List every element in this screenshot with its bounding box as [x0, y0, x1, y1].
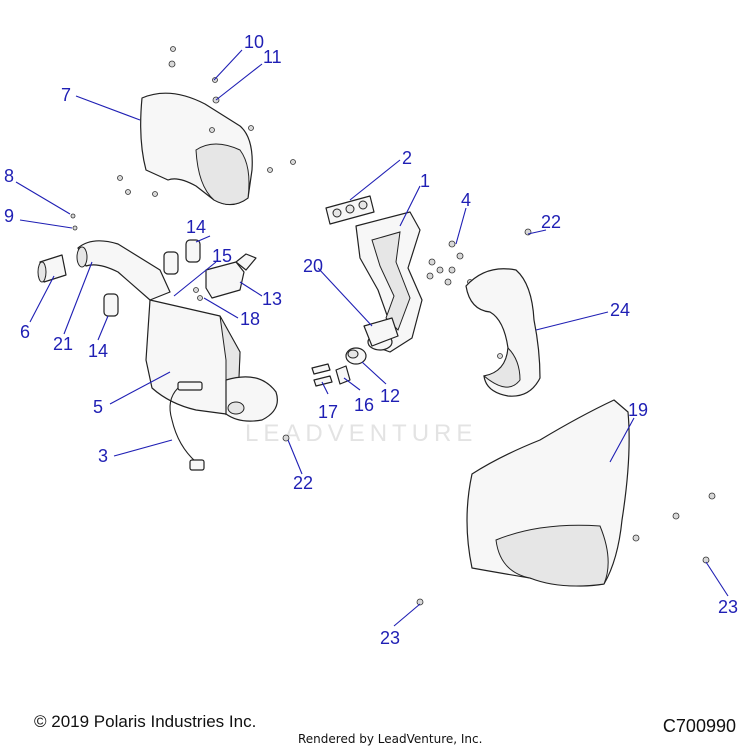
fastener-group-upper — [70, 46, 296, 231]
callout-22-lower: 22 — [293, 473, 313, 493]
callout-8: 8 — [4, 166, 14, 186]
part-bracket[interactable] — [205, 253, 257, 299]
callout-23-lower: 23 — [380, 628, 400, 648]
callout-22-upper: 22 — [541, 212, 561, 232]
part-header-heat-shield[interactable] — [465, 268, 541, 397]
part-lower-heat-shield[interactable] — [466, 399, 630, 587]
callout-5: 5 — [93, 397, 103, 417]
callout-2: 2 — [402, 148, 412, 168]
copyright-text: © 2019 Polaris Industries Inc. — [34, 712, 257, 731]
rendered-by-text: Rendered by LeadVenture, Inc. — [298, 732, 483, 746]
callout-24: 24 — [610, 300, 630, 320]
callout-16: 16 — [354, 395, 374, 415]
callout-19: 19 — [628, 400, 648, 420]
part-header-flange[interactable] — [363, 317, 399, 347]
callout-11: 11 — [263, 47, 282, 67]
callout-14-lower: 14 — [88, 341, 108, 361]
fastener-group-header — [426, 240, 464, 286]
diagram-code: C700990 — [662, 716, 736, 736]
callout-20: 20 — [303, 256, 323, 276]
part-exhaust-header[interactable] — [355, 211, 423, 353]
part-isolator-lower[interactable] — [103, 293, 119, 317]
part-isolator-upper[interactable] — [163, 239, 201, 275]
callout-13: 13 — [262, 289, 282, 309]
fastener-group-lower — [416, 492, 716, 606]
callout-18: 18 — [240, 309, 260, 329]
callout-3: 3 — [98, 446, 108, 466]
callout-7: 7 — [61, 85, 71, 105]
callout-12: 12 — [380, 386, 400, 406]
part-exhaust-seal[interactable] — [345, 347, 367, 365]
callout-9: 9 — [4, 206, 14, 226]
callout-23-right: 23 — [718, 597, 738, 617]
callout-15: 15 — [212, 246, 232, 266]
part-gasket[interactable] — [325, 195, 375, 225]
callout-21: 21 — [53, 334, 73, 354]
callout-17: 17 — [318, 402, 338, 422]
callout-14-upper: 14 — [186, 217, 206, 237]
watermark-text: LEADVENTURE — [245, 420, 477, 447]
callout-labels: 10 11 7 8 9 6 21 14 14 15 13 18 5 3 22 2… — [4, 32, 738, 648]
leader-lines — [15, 49, 729, 627]
callout-6: 6 — [20, 322, 30, 342]
callout-1: 1 — [420, 171, 430, 191]
callout-4: 4 — [461, 190, 471, 210]
part-outlet-pipe[interactable] — [76, 240, 171, 301]
part-bolt[interactable] — [311, 363, 333, 387]
part-muffler[interactable] — [145, 299, 278, 422]
part-oxygen-sensor[interactable] — [169, 381, 205, 471]
part-tail-tip[interactable] — [37, 254, 67, 283]
part-heat-shield-upper[interactable] — [140, 92, 253, 206]
fastener-group-bracket — [193, 287, 203, 301]
callout-10: 10 — [244, 32, 264, 52]
